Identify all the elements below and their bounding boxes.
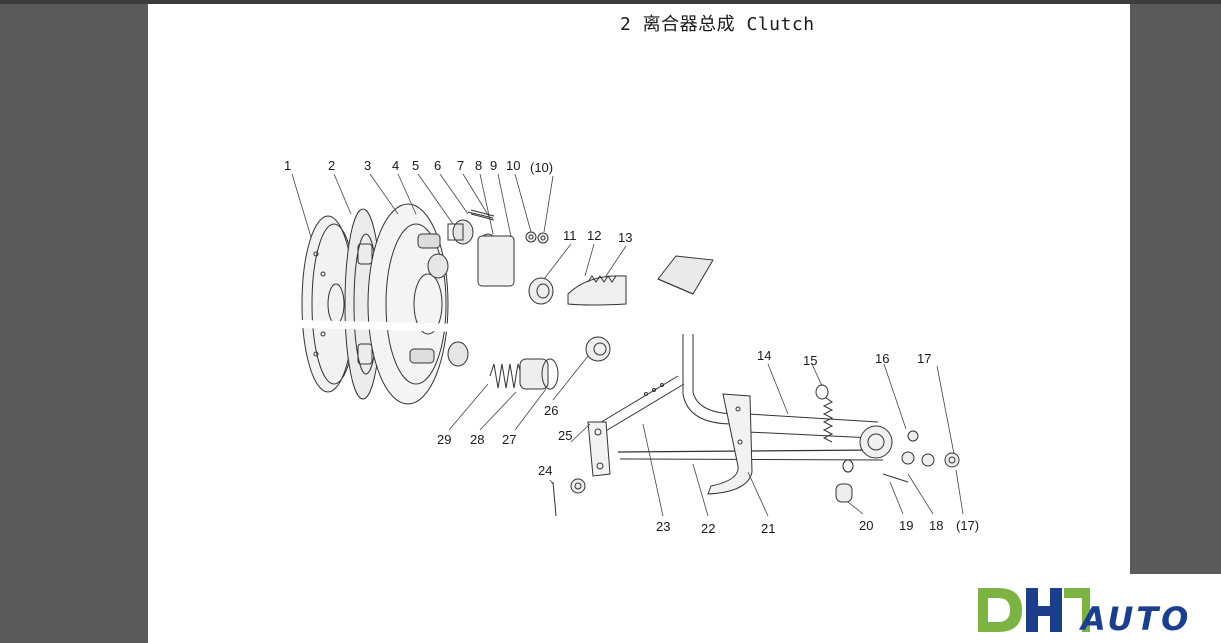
part-pivot-housing [859, 425, 919, 459]
watermark-logo: AUTO [970, 574, 1221, 643]
callout-25: 25 [558, 428, 572, 443]
callout-10-alt: (10) [530, 160, 553, 175]
callout-17-alt: (17) [956, 518, 979, 533]
part-nuts-bolts [835, 451, 960, 503]
callout-13: 13 [618, 230, 632, 245]
callout-26: 26 [544, 403, 558, 418]
part-link-plate [570, 421, 611, 494]
callout-3: 3 [364, 158, 371, 173]
callout-18: 18 [929, 518, 943, 533]
callout-22: 22 [701, 521, 715, 536]
part-pedal-pad [657, 255, 714, 295]
callout-5: 5 [412, 158, 419, 173]
part-release-bearing [528, 277, 554, 305]
callout-6: 6 [434, 158, 441, 173]
part-pedal-bracket [707, 393, 753, 495]
clutch-exploded-diagram: 1 2 3 4 5 6 7 8 9 10 (10) 11 12 13 14 15… [284, 158, 979, 536]
callout-2: 2 [328, 158, 335, 173]
part-cotter-pin [552, 481, 557, 517]
callout-28: 28 [470, 432, 484, 447]
callout-leader-lines [291, 173, 964, 517]
part-bearing-seat [567, 275, 627, 306]
callout-12: 12 [587, 228, 601, 243]
callout-8: 8 [475, 158, 482, 173]
part-springs-sleeves [489, 336, 611, 390]
callout-27: 27 [502, 432, 516, 447]
callout-15: 15 [803, 353, 817, 368]
callout-7: 7 [457, 158, 464, 173]
callout-4: 4 [392, 158, 399, 173]
callout-29: 29 [437, 432, 451, 447]
callout-17: 17 [917, 351, 931, 366]
logo-text: AUTO [1081, 600, 1192, 638]
callout-20: 20 [859, 518, 873, 533]
page-title: 2 离合器总成 Clutch [620, 14, 815, 35]
callout-16: 16 [875, 351, 889, 366]
part-clutch-cover [367, 203, 449, 405]
callout-19: 19 [899, 518, 913, 533]
part-release-levers [427, 209, 515, 367]
part-pedal-shaft [597, 334, 739, 433]
callout-11: 11 [563, 228, 577, 243]
part-return-spring [815, 384, 854, 473]
dht-logo-mark [978, 588, 1090, 632]
viewer-top-bar [0, 0, 1221, 4]
callout-14: 14 [757, 348, 771, 363]
callout-21: 21 [761, 521, 775, 536]
callout-23: 23 [656, 519, 670, 534]
callout-labels: 1 2 3 4 5 6 7 8 9 10 (10) 11 12 13 14 15… [284, 158, 979, 536]
callout-1: 1 [284, 158, 291, 173]
callout-24: 24 [538, 463, 552, 478]
part-washers [525, 231, 549, 244]
callout-10: 10 [506, 158, 520, 173]
callout-9: 9 [490, 158, 497, 173]
document-page: 2 离合器总成 Clutch [148, 4, 1130, 643]
